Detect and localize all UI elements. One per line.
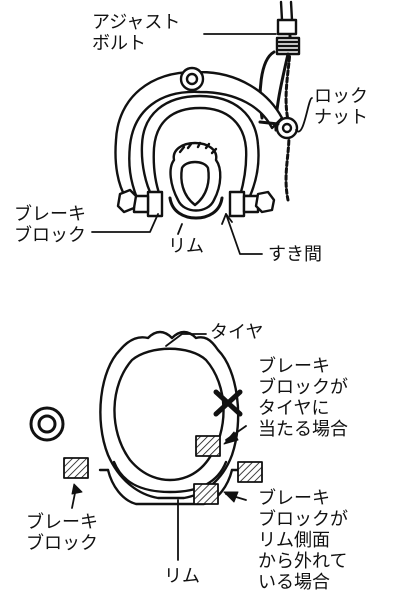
leader-lock-nut: [295, 97, 313, 133]
brake-block-left: [146, 190, 164, 218]
block-good-right: [237, 461, 263, 483]
leader-gap: [225, 213, 263, 255]
label-rim-top: リム: [168, 236, 204, 257]
good-mark-inner: [37, 414, 57, 434]
label-bad-tire: ブレーキ ブロックが タイヤに 当たる場合: [258, 356, 348, 440]
brake-caliper-figure: [91, 0, 313, 255]
label-brake-block-top: ブレーキ ブロック: [14, 204, 86, 246]
label-rim-bottom: リム: [164, 566, 200, 587]
caliper-arm-outer: [114, 70, 284, 200]
label-gap: すき間: [268, 244, 322, 265]
leader-tire: [165, 333, 207, 347]
brake-block-right: [228, 190, 246, 218]
leader-brake-block: [91, 213, 159, 233]
block-good-left: [63, 457, 89, 479]
block-bad-rim: [193, 483, 219, 505]
lock-nut: [275, 116, 299, 140]
leader-rim: [177, 223, 183, 235]
rim-outline: [106, 468, 234, 506]
good-mark-outer: [29, 406, 65, 442]
label-adjust-bolt: アジャスト ボルト: [92, 12, 181, 54]
bad-mark: [213, 389, 243, 417]
caliper-arm-inner: [140, 94, 260, 198]
block-bad-tire: [195, 435, 221, 457]
brake-cable: [279, 0, 294, 22]
label-tire: タイヤ: [210, 322, 264, 343]
label-bad-rim: ブレーキ ブロックが リム側面 から外れて いる場合: [258, 488, 348, 593]
wheel-section-figure: [29, 330, 263, 561]
label-brake-block-bottom: ブレーキ ブロック: [26, 512, 98, 554]
label-lock-nut: ロック ナット: [314, 86, 368, 128]
rim-section: [168, 196, 224, 220]
